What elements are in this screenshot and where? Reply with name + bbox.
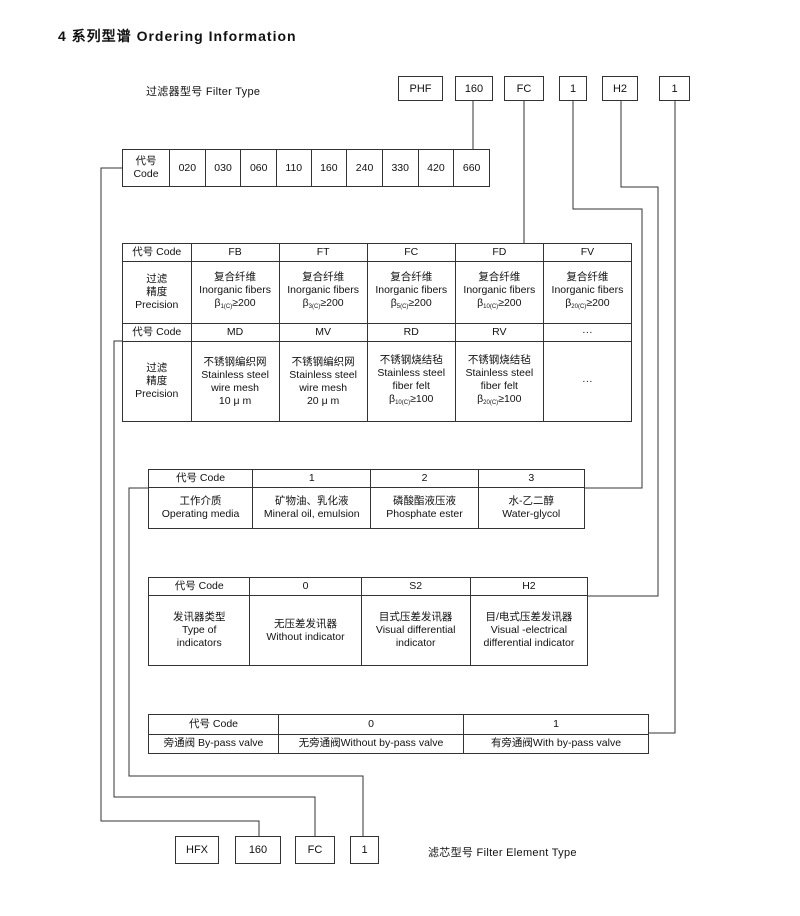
size-value: 030 bbox=[204, 149, 242, 187]
media-code: 2 bbox=[370, 468, 479, 489]
precision-code: ··· bbox=[542, 323, 633, 342]
element-code-box-2: 160 bbox=[235, 836, 281, 864]
bypass-code: 0 bbox=[278, 714, 464, 735]
connector-element-hfx bbox=[100, 167, 260, 836]
indicator-code: H2 bbox=[469, 577, 589, 596]
precision-code: MD bbox=[190, 323, 280, 342]
precision-cell: ··· bbox=[542, 341, 633, 422]
precision-code: MV bbox=[278, 323, 368, 342]
precision-code: RD bbox=[366, 323, 456, 342]
connector-bypass bbox=[649, 101, 676, 734]
filter-type-label: 过滤器型号 Filter Type bbox=[146, 86, 261, 98]
bypass-code: 1 bbox=[463, 714, 649, 735]
bypass-cell: 无旁通阀Without by-pass valve bbox=[278, 733, 464, 754]
bypass-cell: 有旁通阀With by-pass valve bbox=[463, 733, 649, 754]
precision-code: RV bbox=[454, 323, 544, 342]
indicator-code: S2 bbox=[360, 577, 471, 596]
precision-code: FT bbox=[278, 243, 368, 262]
size-value: 110 bbox=[276, 149, 312, 187]
element-code-box-3: FC bbox=[295, 836, 335, 864]
media-code: 3 bbox=[477, 468, 586, 489]
indicator-code-label: 代号 Code bbox=[147, 577, 251, 596]
element-code-box-4: 1 bbox=[350, 836, 379, 864]
bypass-table: 代号 Code 0 1 旁通阀 By-pass valve 无旁通阀Withou… bbox=[148, 714, 649, 754]
connector-element-fc bbox=[128, 487, 364, 836]
media-code-label: 代号 Code bbox=[147, 468, 254, 489]
precision-code: FV bbox=[542, 243, 633, 262]
size-value: 020 bbox=[169, 149, 206, 187]
media-code: 1 bbox=[252, 468, 372, 489]
filter-code-box-5: H2 bbox=[602, 76, 638, 101]
precision-code-label: 代号 Code bbox=[122, 323, 192, 342]
connector-element-160 bbox=[113, 340, 316, 836]
element-type-label: 滤芯型号 Filter Element Type bbox=[428, 847, 577, 859]
connector-indicator bbox=[588, 101, 659, 597]
bypass-row-label: 旁通阀 By-pass valve bbox=[148, 733, 279, 754]
indicator-code: 0 bbox=[249, 577, 362, 596]
size-value: 660 bbox=[453, 149, 490, 187]
filter-code-box-1: PHF bbox=[398, 76, 443, 101]
precision-code: FC bbox=[366, 243, 456, 262]
size-value: 420 bbox=[417, 149, 455, 187]
precision-code: FB bbox=[190, 243, 280, 262]
connector-media bbox=[572, 101, 643, 489]
filter-code-box-4: 1 bbox=[559, 76, 587, 101]
filter-code-box-6: 1 bbox=[659, 76, 690, 101]
element-code-box-1: HFX bbox=[175, 836, 219, 864]
size-value: 060 bbox=[240, 149, 278, 187]
precision-code: FD bbox=[454, 243, 544, 262]
size-value: 160 bbox=[310, 149, 348, 187]
precision-code-label: 代号 Code bbox=[122, 243, 192, 262]
size-value: 330 bbox=[381, 149, 419, 187]
filter-code-box-3: FC bbox=[504, 76, 544, 101]
bypass-code-label: 代号 Code bbox=[148, 714, 279, 735]
filter-code-box-2: 160 bbox=[455, 76, 493, 101]
size-value: 240 bbox=[346, 149, 383, 187]
page-title: 4 系列型谱 Ordering Information bbox=[58, 28, 297, 44]
